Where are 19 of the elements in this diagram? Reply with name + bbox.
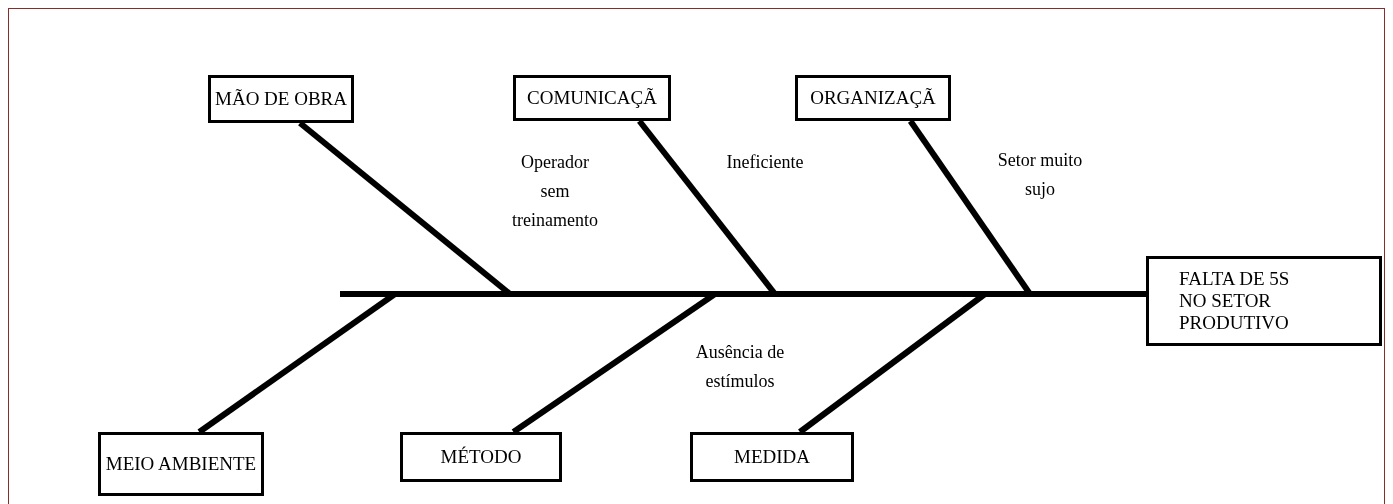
category-box	[795, 75, 951, 121]
box-label: COMUNICAÇÃ	[527, 87, 657, 109]
cause-label: Ineficiente	[725, 151, 805, 174]
cause-label: Setor muito sujo	[996, 149, 1084, 201]
cause-label: Operador sem treinamento	[511, 151, 599, 232]
category-box	[98, 432, 264, 496]
box-label: MEIO AMBIENTE	[105, 453, 257, 475]
category-box	[513, 75, 671, 121]
box-label: MEDIDA	[734, 446, 810, 468]
category-box	[690, 432, 854, 482]
spine-line	[340, 291, 1146, 297]
category-box	[400, 432, 562, 482]
box-label: MÃO DE OBRA	[215, 88, 347, 110]
cause-label: Ausência de estímulos	[694, 341, 786, 393]
effect-box	[1146, 256, 1382, 346]
category-box	[208, 75, 354, 123]
box-label: FALTA DE 5S NO SETOR PRODUTIVO	[1179, 268, 1291, 334]
box-label: MÉTODO	[440, 446, 522, 468]
box-label: ORGANIZAÇÃ	[810, 87, 936, 109]
